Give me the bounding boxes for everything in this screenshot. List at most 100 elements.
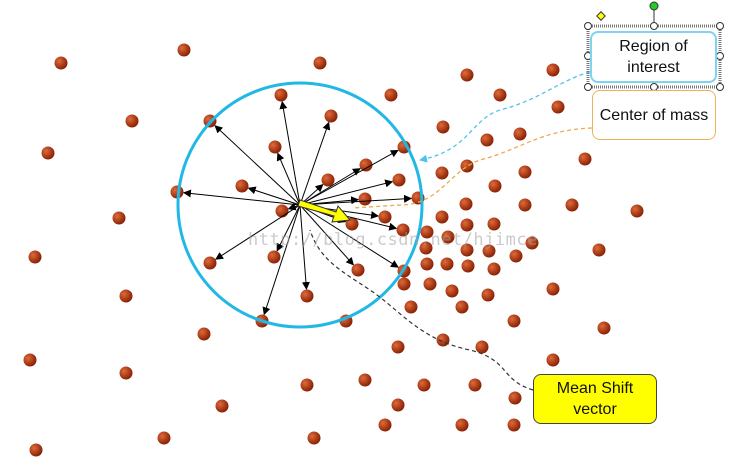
data-point <box>551 100 565 114</box>
offset-vector-arrow <box>182 189 301 206</box>
mean-shift-vector-arrow <box>297 199 351 223</box>
data-point <box>384 88 398 102</box>
data-point <box>23 353 37 367</box>
data-point <box>197 327 211 341</box>
data-point <box>455 300 469 314</box>
data-point <box>461 259 475 273</box>
watermark: http://blog.csdn.net/hjimce <box>248 230 538 250</box>
selection-handles[interactable] <box>584 1 724 91</box>
data-point <box>345 217 359 231</box>
offset-vector-arrow <box>299 121 331 206</box>
offset-vector-arrow <box>299 179 394 206</box>
data-point <box>459 197 473 211</box>
data-point <box>518 165 532 179</box>
data-point <box>546 353 560 367</box>
data-point <box>112 211 126 225</box>
region-of-interest-label[interactable]: Region of interest <box>590 31 717 83</box>
data-point <box>435 210 449 224</box>
data-point <box>274 88 288 102</box>
data-point <box>440 257 454 271</box>
com-leader-line <box>351 127 593 209</box>
data-point <box>546 282 560 296</box>
data-point <box>513 127 527 141</box>
data-point <box>419 241 433 255</box>
data-point <box>235 179 249 193</box>
data-point <box>546 63 560 77</box>
data-point <box>359 158 373 172</box>
data-point <box>417 378 431 392</box>
data-point <box>358 373 372 387</box>
data-point <box>321 173 335 187</box>
data-point <box>268 140 282 154</box>
data-point <box>435 166 449 180</box>
data-point <box>300 289 314 303</box>
mean-shift-vector-label[interactable]: Mean Shift vector <box>533 374 657 424</box>
data-point <box>351 263 365 277</box>
offset-vector-arrow <box>279 100 301 206</box>
data-point <box>392 173 406 187</box>
data-point <box>578 152 592 166</box>
data-point <box>275 204 289 218</box>
data-point <box>436 333 450 347</box>
data-point <box>475 340 489 354</box>
data-point <box>396 223 410 237</box>
data-point <box>300 378 314 392</box>
data-point <box>423 277 437 291</box>
data-point <box>397 140 411 154</box>
data-point <box>215 399 229 413</box>
offset-vectors <box>182 100 413 316</box>
offset-vector-arrow <box>299 204 399 268</box>
offset-vector-arrow <box>215 204 301 260</box>
data-point <box>630 204 644 218</box>
data-point <box>518 198 532 212</box>
data-point <box>54 56 68 70</box>
data-point <box>436 120 450 134</box>
data-point <box>267 250 281 264</box>
data-point <box>441 230 455 244</box>
roi-leader-line <box>419 71 591 163</box>
data-point <box>313 56 327 70</box>
data-point <box>378 418 392 432</box>
data-point <box>487 262 501 276</box>
mean-shift-leader-line <box>309 229 534 391</box>
data-point <box>597 321 611 335</box>
data-point <box>119 366 133 380</box>
offset-vector-arrow <box>276 152 301 206</box>
data-point <box>507 418 521 432</box>
data-point <box>493 88 507 102</box>
data-point <box>482 244 496 258</box>
data-point <box>460 243 474 257</box>
data-point <box>29 443 43 457</box>
data-point <box>460 218 474 232</box>
data-point <box>487 217 501 231</box>
data-point <box>391 340 405 354</box>
data-point <box>177 43 191 57</box>
data-point <box>445 284 459 298</box>
data-point <box>525 236 539 250</box>
data-point <box>460 68 474 82</box>
data-point <box>324 109 338 123</box>
data-point <box>119 289 133 303</box>
data-point <box>157 431 171 445</box>
data-point <box>508 391 522 405</box>
data-point <box>378 210 392 224</box>
offset-vector-arrow <box>299 194 413 206</box>
data-point <box>404 300 418 314</box>
data-point <box>397 277 411 291</box>
data-point <box>509 249 523 263</box>
offset-vector-arrow <box>299 204 355 266</box>
data-point <box>358 192 372 206</box>
offset-vector-arrow <box>299 149 399 206</box>
data-point <box>480 133 494 147</box>
offset-vector-arrow <box>276 204 301 252</box>
center-of-mass-label[interactable]: Center of mass <box>592 90 716 140</box>
offset-vector-arrow <box>262 204 301 316</box>
data-point <box>481 288 495 302</box>
offset-vector-arrow <box>247 186 301 206</box>
data-point <box>592 243 606 257</box>
data-point <box>420 257 434 271</box>
offset-vector-arrow <box>214 125 301 206</box>
data-point <box>41 146 55 160</box>
data-point <box>420 225 434 239</box>
